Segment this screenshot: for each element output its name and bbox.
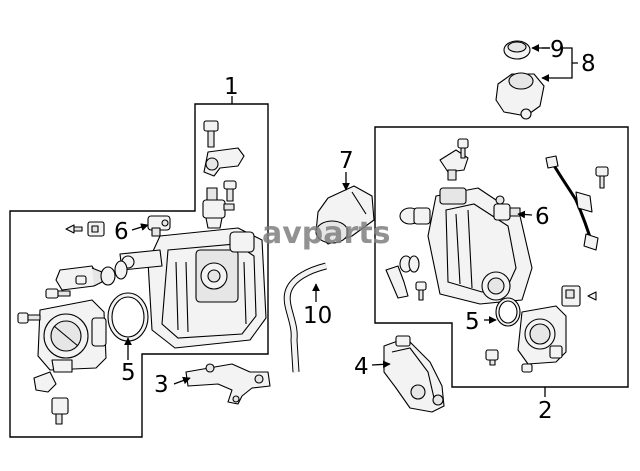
bolt-right-low-icon [415,281,427,301]
callout-8: 8 [581,51,596,77]
throttle-housing-assembly-left [119,227,267,349]
sensor-6-right-icon [493,195,521,221]
callout-6a: 6 [114,219,129,245]
reservoir-8 [495,72,545,120]
callout-7: 7 [339,148,354,174]
cap-9 [503,40,531,60]
callout-9: 9 [550,37,565,63]
callout-4: 4 [354,354,369,380]
connector-right-icon [561,285,597,307]
leader-8 [544,47,578,79]
bracket-clip-icon [33,371,57,393]
valve-connector-icon [202,187,235,229]
connector-plug-icon [87,221,105,237]
intake-duct-7 [315,185,375,245]
bolt-icon [203,120,219,148]
leader-6b [517,210,533,219]
sensor-bolt-icon [223,180,237,202]
watermark-logo: avparts [262,216,391,251]
fitting-elbow-icon [203,147,245,177]
callout-1: 1 [224,74,239,100]
bolt-right-bottom-icon [485,349,533,373]
hose-10 [283,262,327,373]
throttle-body-right [517,305,567,365]
panel-1-outline [9,103,269,438]
throttle-body-left [37,299,107,373]
bolt-right-top-icon [457,138,469,159]
screw-icon [65,224,83,234]
callout-2: 2 [538,398,553,424]
leader-6a [131,223,149,231]
callout-3: 3 [154,372,169,398]
bolt-right-corner-icon [595,166,609,189]
callout-5b: 5 [465,309,480,335]
small-bolt-icon [45,275,87,299]
leader-4 [371,360,391,369]
panel-2-outline [374,126,629,388]
wire-harness-icon [545,155,599,251]
throttle-housing-assembly-right [427,187,533,305]
callout-5a: 5 [121,360,136,386]
pipe-right-icon [385,255,420,299]
gasket-left [107,292,149,342]
coolant-housing-4 [383,335,445,413]
bolt-left-icon [17,312,41,324]
bracket-3 [185,363,271,405]
leader-3 [173,376,191,385]
gasket-right [495,297,521,327]
sensor-6-left-icon [147,215,171,237]
hose-fitting-icon [55,260,128,291]
fitting-right-icon [399,207,431,225]
sensor-plug-icon [51,397,69,425]
callout-10: 10 [303,303,332,329]
callout-6b: 6 [535,204,550,230]
